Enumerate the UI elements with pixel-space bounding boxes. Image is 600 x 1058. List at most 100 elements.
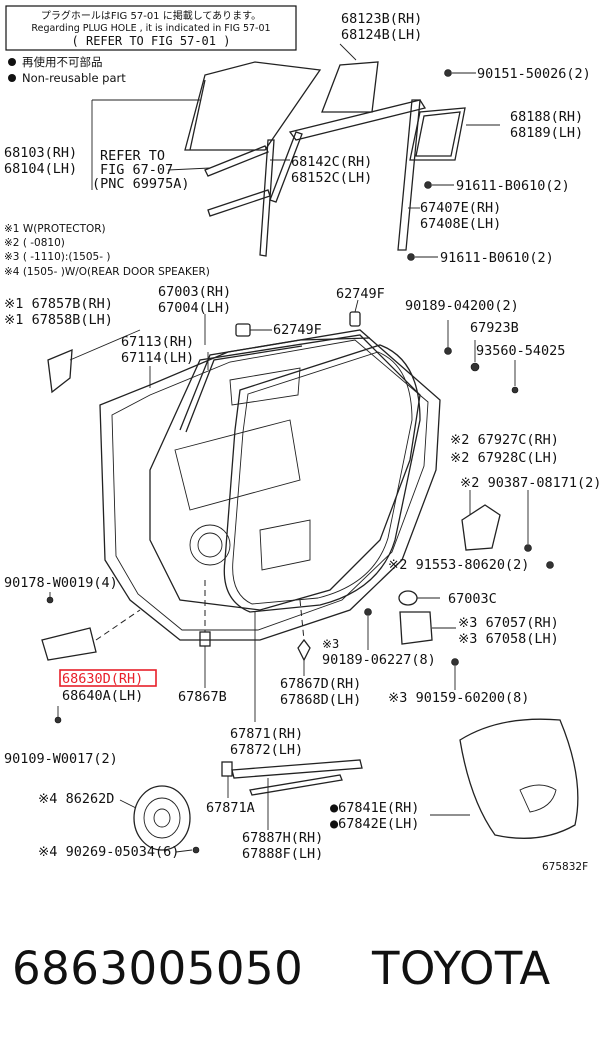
label-62749f-a: 62749F: [336, 286, 385, 302]
highlight-box: [59, 669, 157, 687]
label-68189: 68189(LH): [510, 125, 583, 141]
label-90189-b: 90189-06227(8): [322, 652, 436, 668]
label-91611-b: 91611-B0610(2): [440, 250, 554, 266]
quarter-glass-frame: [409, 107, 466, 161]
footer: 6863005050 TOYOTA: [0, 930, 600, 1020]
label-67867b: 67867B: [178, 689, 227, 705]
label-62749f-b: 62749F: [273, 322, 322, 338]
label-67057: ※3 67057(RH): [458, 615, 559, 631]
legend-dot-icon: [8, 58, 16, 66]
speaker-hole: [189, 524, 231, 566]
bolt-icon: [192, 846, 200, 854]
belt-moulding: [207, 189, 271, 217]
label-90151: 90151-50026(2): [477, 66, 591, 82]
brand-name: TOYOTA: [372, 942, 551, 995]
clip-icon: [297, 638, 311, 662]
bolt-icon: [451, 658, 459, 666]
label-67408e: 67408E(LH): [420, 216, 501, 232]
note-3: ※3 ( -1110):(1505- ): [4, 251, 110, 263]
bolt-icon: [444, 347, 452, 355]
label-67888f: 67888F(LH): [242, 846, 323, 862]
label-90189-b-mark: ※3: [322, 637, 339, 651]
legend-nonreusable: Non-reusable part: [22, 71, 126, 85]
label-68103: 68103(RH): [4, 145, 77, 161]
label-68640a: 68640A(LH): [62, 688, 143, 704]
note-1: ※1 W(PROTECTOR): [4, 223, 106, 235]
clip-icon: [221, 761, 233, 777]
outer-weatherstrip: [204, 145, 269, 177]
moulding: [231, 759, 363, 779]
door-lock: [461, 504, 501, 551]
door-weatherstrip: [223, 344, 421, 613]
refer-line-2: FIG 67-07: [100, 162, 173, 178]
label-67842e: ●67842E(LH): [330, 816, 419, 832]
label-67004: 67004(LH): [158, 300, 231, 316]
label-67114: 67114(LH): [121, 350, 194, 366]
part-number: 6863005050: [12, 942, 304, 995]
figure-code: 675832F: [542, 861, 588, 873]
clip-icon: [199, 631, 211, 647]
service-hole-cover: [459, 718, 579, 839]
inner-panel: [149, 334, 421, 611]
label-67923b: 67923B: [470, 320, 519, 336]
label-93560: 93560-54025: [476, 343, 565, 359]
note-4: ※4 (1505- )W/O(REAR DOOR SPEAKER): [4, 266, 210, 278]
label-90109: 90109-W0017(2): [4, 751, 118, 767]
label-67887h: 67887H(RH): [242, 830, 323, 846]
bolt-icon: [364, 608, 372, 616]
bolt-icon: [546, 561, 554, 569]
label-90269: ※4 90269-05034(6): [38, 844, 179, 860]
label-90387: ※2 90387-08171(2): [460, 475, 600, 491]
label-68123b: 68123B(RH): [341, 11, 422, 27]
legend-reusable: 再使用不可部品: [22, 55, 103, 69]
bolt-icon: [424, 181, 432, 189]
label-68104: 68104(LH): [4, 161, 77, 177]
label-67841e: ●67841E(RH): [330, 800, 419, 816]
label-67113: 67113(RH): [121, 334, 194, 350]
bolt-icon: [524, 544, 532, 552]
label-91553: ※2 91553-80620(2): [388, 557, 529, 573]
bolt-icon: [511, 386, 519, 394]
header-line-1: プラグホールはFIG 57-01 に掲載してあります。: [41, 9, 261, 22]
header-line-2: Regarding PLUG HOLE , it is indicated in…: [31, 23, 270, 34]
door-glass: [184, 61, 322, 151]
label-67867d: 67867D(RH): [280, 676, 361, 692]
label-67868d: 67868D(LH): [280, 692, 361, 708]
label-68124b: 68124B(LH): [341, 27, 422, 43]
legend-dot-icon: [8, 74, 16, 82]
label-90189-a: 90189-04200(2): [405, 298, 519, 314]
label-90178: 90178-W0019(4): [4, 575, 118, 591]
clip-icon: [235, 323, 251, 337]
label-67871a: 67871A: [206, 800, 255, 816]
label-67058: ※3 67058(LH): [458, 631, 559, 647]
division-bar: [397, 99, 421, 251]
door-lock-motor: [399, 611, 433, 645]
header-box: [5, 5, 297, 51]
bolt-icon: [470, 362, 480, 372]
label-91611-a: 91611-B0610(2): [456, 178, 570, 194]
door-hinge: [41, 627, 97, 661]
bolt-icon: [407, 253, 415, 261]
label-68188: 68188(RH): [510, 109, 583, 125]
label-67407e: 67407E(RH): [420, 200, 501, 216]
label-67857b: ※1 67857B(RH): [4, 296, 113, 312]
label-67871: 67871(RH): [230, 726, 303, 742]
label-67003c: 67003C: [448, 591, 497, 607]
label-67927c: ※2 67927C(RH): [450, 432, 559, 448]
protector: [47, 348, 73, 394]
label-68142c: 68142C(RH): [291, 154, 372, 170]
label-90159: ※3 90159-60200(8): [388, 690, 529, 706]
clip-icon: [349, 311, 361, 327]
label-86262d: ※4 86262D: [38, 791, 114, 807]
label-67003: 67003(RH): [158, 284, 231, 300]
refer-line-1: REFER TO: [100, 148, 165, 164]
note-2: ※2 ( -0810): [4, 237, 65, 249]
label-68630d-highlighted: 68630D(RH): [62, 671, 143, 687]
header-line-3: ( REFER TO FIG 57-01 ): [72, 34, 231, 48]
label-68152c: 68152C(LH): [291, 170, 372, 186]
door-panel: [99, 329, 441, 641]
label-67858b: ※1 67858B(LH): [4, 312, 113, 328]
cap-icon: [398, 590, 418, 606]
